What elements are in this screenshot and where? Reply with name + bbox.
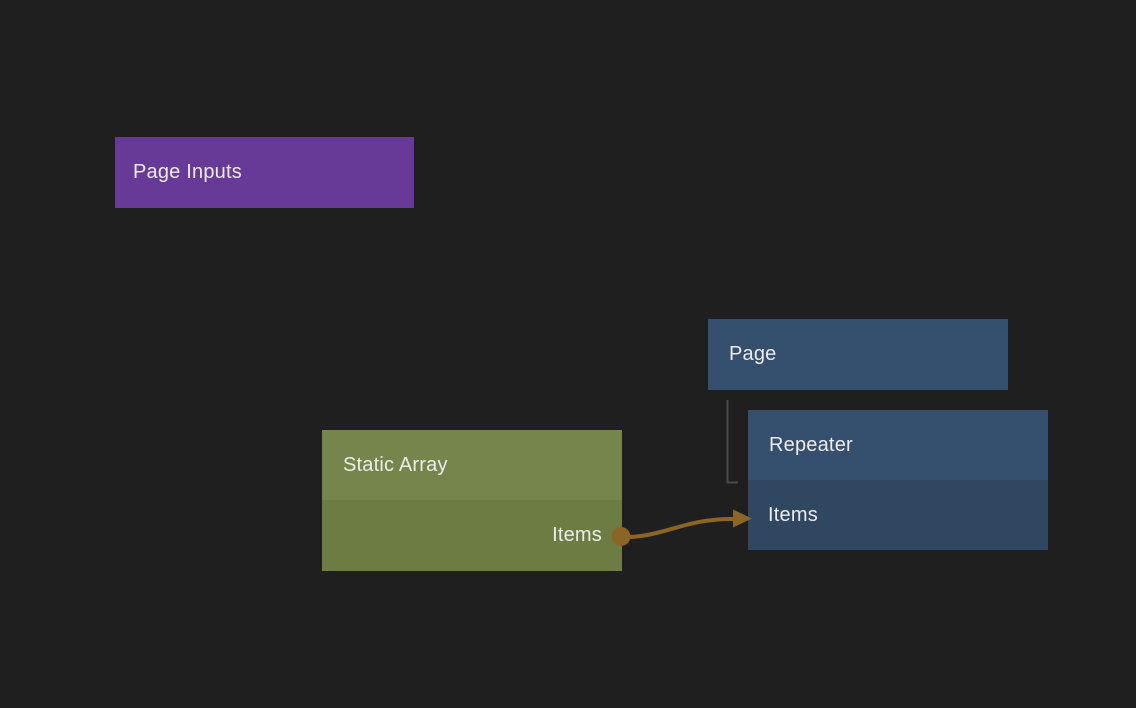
repeater-items-input-port[interactable]: Items <box>748 480 1048 550</box>
repeater-items-port-label: Items <box>768 503 818 526</box>
node-page-inputs-title: Page Inputs <box>133 161 242 183</box>
node-static-array-header[interactable]: Static Array <box>322 430 622 500</box>
node-page-title: Page <box>729 343 777 365</box>
node-page-inputs[interactable]: Page Inputs <box>115 137 414 208</box>
node-repeater-header[interactable]: Repeater <box>748 410 1048 480</box>
node-repeater[interactable]: Repeater Items <box>748 410 1048 550</box>
node-static-array-title: Static Array <box>343 453 448 476</box>
node-repeater-title: Repeater <box>769 433 853 456</box>
items-connection-wire[interactable] <box>611 509 753 547</box>
node-static-array[interactable]: Static Array Items <box>322 430 622 571</box>
items-wire-curve[interactable] <box>619 516 736 540</box>
hierarchy-connector-line <box>726 400 738 484</box>
static-array-items-output-port[interactable]: Items <box>322 500 622 571</box>
static-array-items-port-label: Items <box>552 524 602 546</box>
node-page[interactable]: Page <box>708 319 1008 390</box>
